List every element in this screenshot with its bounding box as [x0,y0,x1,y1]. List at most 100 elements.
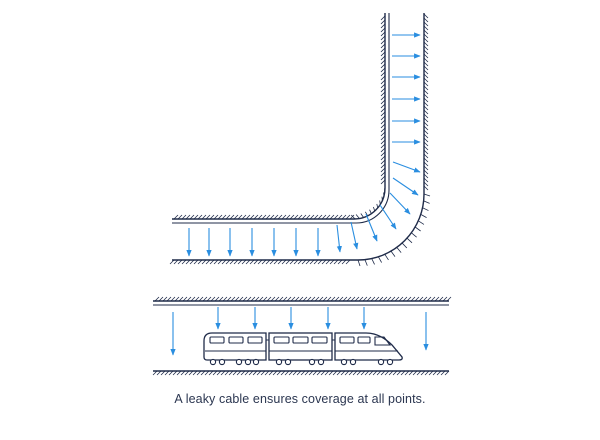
hatch-mark [423,89,429,95]
hatch-mark [350,296,356,302]
hatch-mark [341,214,347,220]
train-wheel [308,358,316,366]
train-wheel [244,358,252,366]
train [203,332,403,366]
hatch-mark [160,370,166,376]
hatch-mark [337,259,343,265]
hatch-mark [345,214,351,220]
hatch-mark [428,370,434,376]
hatch-mark [346,296,352,302]
hatch-mark [380,55,386,61]
hatch-mark [320,370,326,376]
hatch-mark [228,370,234,376]
hatch-mark [422,207,429,211]
hatch-mark [237,259,243,265]
hatch-mark [372,370,378,376]
train-wheel [317,358,325,366]
hatch-mark [344,370,350,376]
signal-arrow [389,192,411,215]
hatch-mark [172,370,178,376]
hatch-mark [221,259,227,265]
hatch-mark [380,23,386,29]
hatch-mark [380,119,386,125]
train-wheel [252,358,260,366]
hatch-mark [154,296,160,302]
hatch-mark [185,259,191,265]
hatch-mark [423,41,429,47]
hatch-mark [304,370,310,376]
hatch-mark [396,247,402,253]
hatch-mark [277,259,283,265]
hatch-mark [229,214,235,220]
hatch-mark [380,115,386,121]
hatch-mark [345,259,351,265]
hatch-mark [317,259,323,265]
hatch-mark [209,214,215,220]
hatch-mark [423,129,429,135]
hatch-mark [438,296,444,302]
hatch-mark [342,296,348,302]
hatch-mark [173,259,179,265]
hatch-mark [272,370,278,376]
hatch-mark [423,17,429,23]
hatch-mark [423,157,429,163]
hatch-mark [289,259,295,265]
hatch-mark [238,296,244,302]
hatch-mark [246,296,252,302]
hatch-mark [316,370,322,376]
hatch-mark [390,250,396,257]
hatch-mark [380,35,386,41]
hatch-mark [292,370,298,376]
hatch-mark [193,259,199,265]
hatch-mark [384,370,390,376]
hatch-mark [376,370,382,376]
hatch-mark [260,370,266,376]
hatch-mark [423,169,429,175]
hatch-mark [380,71,386,77]
hatch-mark [194,296,200,302]
hatch-mark [162,296,168,302]
hatch-mark [280,370,286,376]
hatch-mark [380,175,386,181]
hatch-mark [309,214,315,220]
hatch-mark [270,296,276,302]
hatch-mark [370,296,376,302]
hatch-mark [376,203,379,209]
hatch-mark [332,370,338,376]
hatch-mark [364,370,370,376]
hatch-mark [276,370,282,376]
hatch-mark [357,259,361,267]
hatch-mark [297,214,303,220]
hatch-mark [380,123,386,129]
upper-tunnel-hatching [169,13,431,267]
hatch-mark [380,107,386,113]
hatch-mark [336,370,342,376]
hatch-mark [392,370,398,376]
hatch-mark [423,125,429,131]
hatch-mark [220,370,226,376]
hatch-mark [197,214,203,220]
signal-arrow [379,204,397,230]
hatch-mark [423,153,429,159]
hatch-mark [214,296,220,302]
hatch-mark [446,296,452,302]
hatch-mark [224,370,230,376]
hatch-mark [396,370,402,376]
hatch-mark [245,214,251,220]
hatch-mark [310,296,316,302]
hatch-mark [225,214,231,220]
hatch-mark [380,47,386,53]
hatch-mark [213,259,219,265]
hatch-mark [423,181,429,187]
hatch-mark [237,214,243,220]
hatch-mark [314,296,320,302]
hatch-mark [190,296,196,302]
hatch-mark [169,259,175,265]
hatch-mark [301,259,307,265]
hatch-mark [261,214,267,220]
hatch-mark [309,259,315,265]
signal-arrow [392,177,419,196]
hatch-mark [253,214,259,220]
hatch-mark [281,214,287,220]
hatch-mark [217,214,223,220]
